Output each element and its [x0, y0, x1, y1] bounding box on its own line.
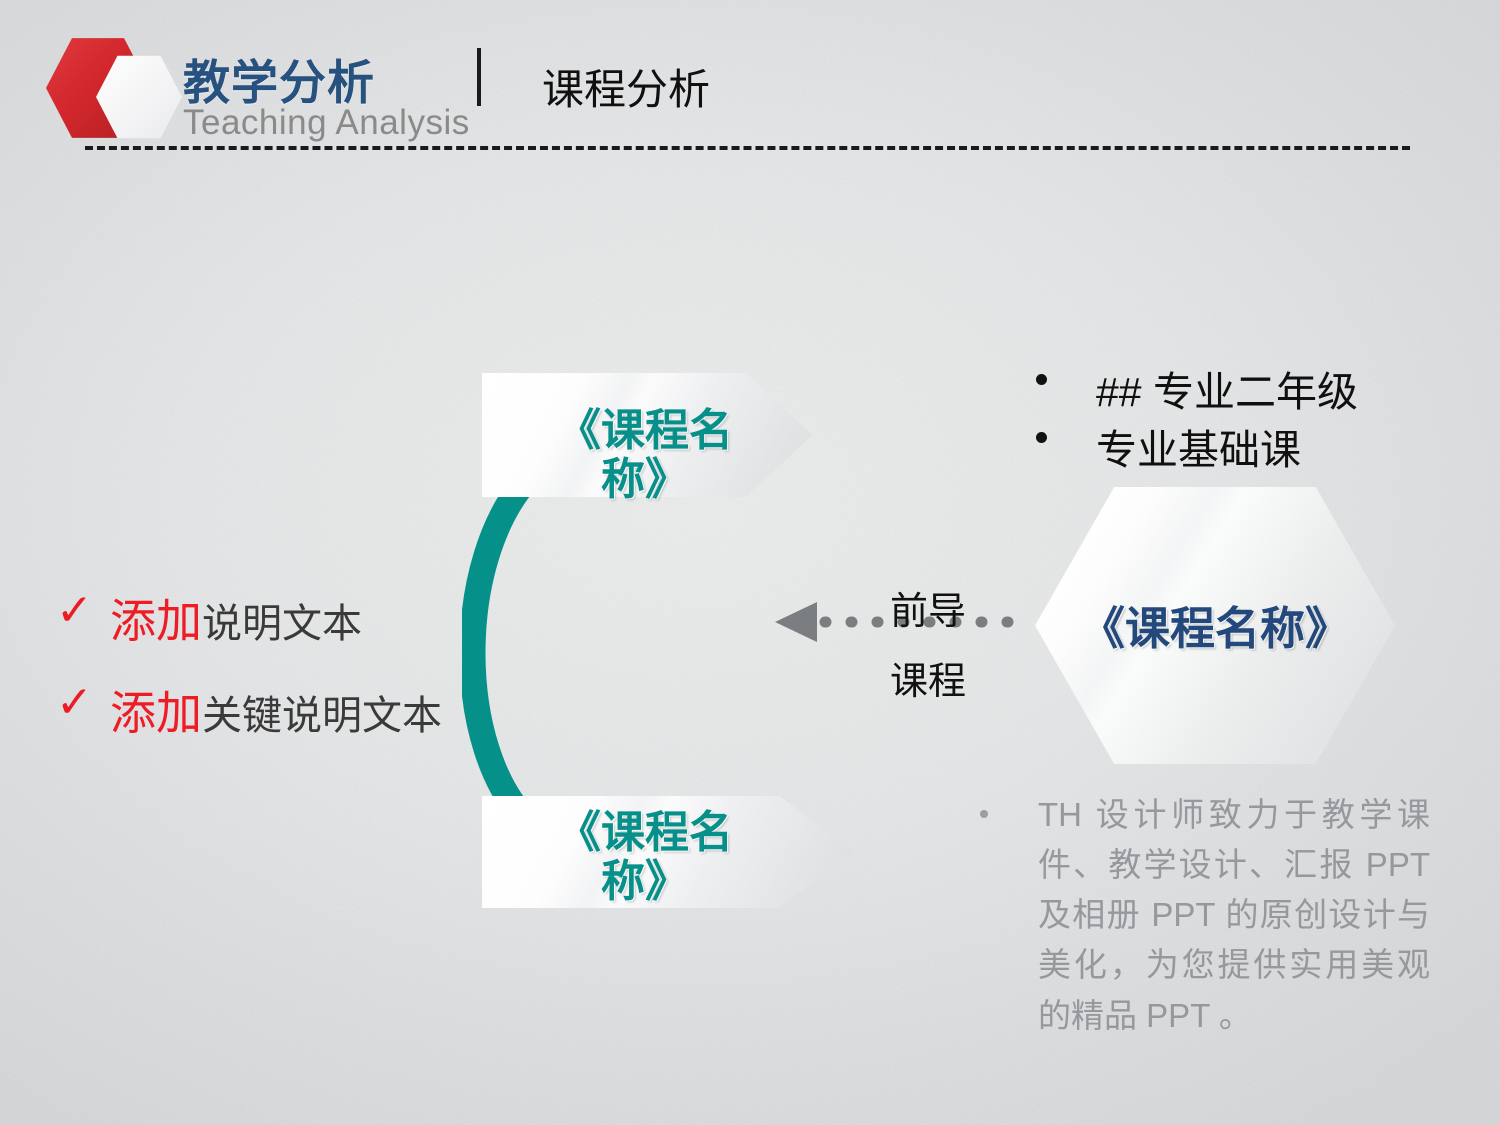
checklist: ✓ 添加说明文本 ✓ 添加关键说明文本: [48, 585, 508, 769]
checklist-item-text: 添加说明文本: [110, 585, 362, 651]
teal-arc-connector: [462, 470, 538, 830]
page-title: 教学分析: [183, 56, 375, 109]
checklist-rest: 关键说明文本: [202, 694, 442, 738]
bullet-dot-icon: [1036, 374, 1047, 385]
check-icon: ✓: [56, 677, 93, 728]
course-arrow-top[interactable]: [482, 373, 812, 497]
prerequisite-course-hexagon[interactable]: [1035, 487, 1395, 764]
checklist-emphasis: 添加: [110, 687, 202, 739]
dotted-left-arrow-icon: [775, 602, 1035, 642]
page-title-english: Teaching Analysis: [183, 103, 470, 142]
prerequisite-course-label: 《课程名称》: [1079, 603, 1350, 654]
header-dashed-rule: [85, 146, 1410, 150]
course-info-text: 专业基础课: [1096, 427, 1301, 473]
list-item: ✓ 添加说明文本: [48, 585, 508, 677]
relation-label-line2: 课程: [890, 661, 967, 703]
course-arrow-bottom-label: 《课程名 称》: [557, 808, 733, 907]
course-info-text: ## 专业二年级: [1096, 369, 1358, 415]
checklist-emphasis: 添加: [110, 595, 202, 647]
relation-label-line1: 前导: [890, 591, 967, 633]
course-arrow-bottom[interactable]: [482, 796, 854, 908]
checklist-rest: 说明文本: [202, 602, 362, 646]
brand-logo: [44, 34, 184, 146]
bullet-dot-icon: [980, 810, 988, 818]
course-arrow-top-label: 《课程名 称》: [557, 406, 733, 505]
checklist-item-text: 添加关键说明文本: [110, 677, 442, 743]
slide-header: 教学分析 Teaching Analysis 课程分析: [0, 0, 1500, 170]
bullet-dot-icon: [1036, 432, 1047, 443]
title-divider: [477, 48, 481, 106]
check-icon: ✓: [56, 585, 93, 636]
footer-note-text: TH 设计师致力于教学课件、教学设计、汇报 PPT 及相册 PPT 的原创设计与…: [1038, 796, 1430, 1034]
list-item: ✓ 添加关键说明文本: [48, 677, 508, 769]
page-subtitle: 课程分析: [542, 66, 711, 113]
